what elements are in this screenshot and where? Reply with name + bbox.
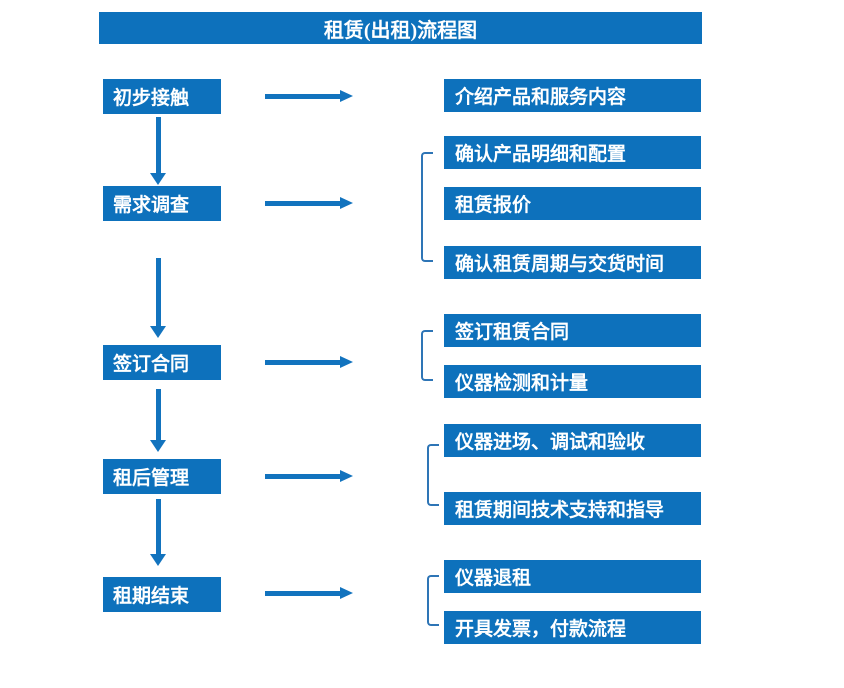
- bracket-line: [421, 330, 433, 381]
- bracket-line: [427, 444, 439, 506]
- output-technical-support: 租赁期间技术支持和指导: [444, 492, 701, 525]
- bracket-line: [421, 152, 433, 262]
- step-sign-contract: 签订合同: [103, 345, 221, 380]
- step-demand-survey: 需求调查: [103, 186, 221, 221]
- flowchart-title: 租赁(出租)流程图: [99, 12, 702, 44]
- step-initial-contact: 初步接触: [103, 79, 221, 114]
- arrow-right-icon: [265, 356, 353, 369]
- output-confirm-product-details: 确认产品明细和配置: [444, 136, 701, 169]
- arrow-down-icon: [150, 499, 166, 566]
- arrow-right-icon: [265, 90, 353, 103]
- output-instrument-return: 仪器退租: [444, 560, 701, 593]
- step-rental-period-end: 租期结束: [103, 577, 221, 612]
- arrow-down-icon: [150, 117, 166, 185]
- bracket-line: [427, 575, 439, 626]
- arrow-right-icon: [265, 197, 353, 210]
- arrow-down-icon: [150, 389, 166, 452]
- output-sign-rental-contract: 签订租赁合同: [444, 314, 701, 347]
- output-introduce-products: 介绍产品和服务内容: [444, 79, 701, 112]
- output-instrument-setup: 仪器进场、调试和验收: [444, 424, 701, 457]
- step-post-rental-management: 租后管理: [103, 459, 221, 494]
- output-rental-quotation: 租赁报价: [444, 187, 701, 220]
- output-invoice-payment: 开具发票，付款流程: [444, 611, 701, 644]
- arrow-right-icon: [265, 470, 353, 483]
- output-confirm-rental-period: 确认租赁周期与交货时间: [444, 246, 701, 279]
- output-instrument-testing: 仪器检测和计量: [444, 365, 701, 398]
- arrow-right-icon: [265, 587, 353, 600]
- arrow-down-icon: [150, 258, 166, 338]
